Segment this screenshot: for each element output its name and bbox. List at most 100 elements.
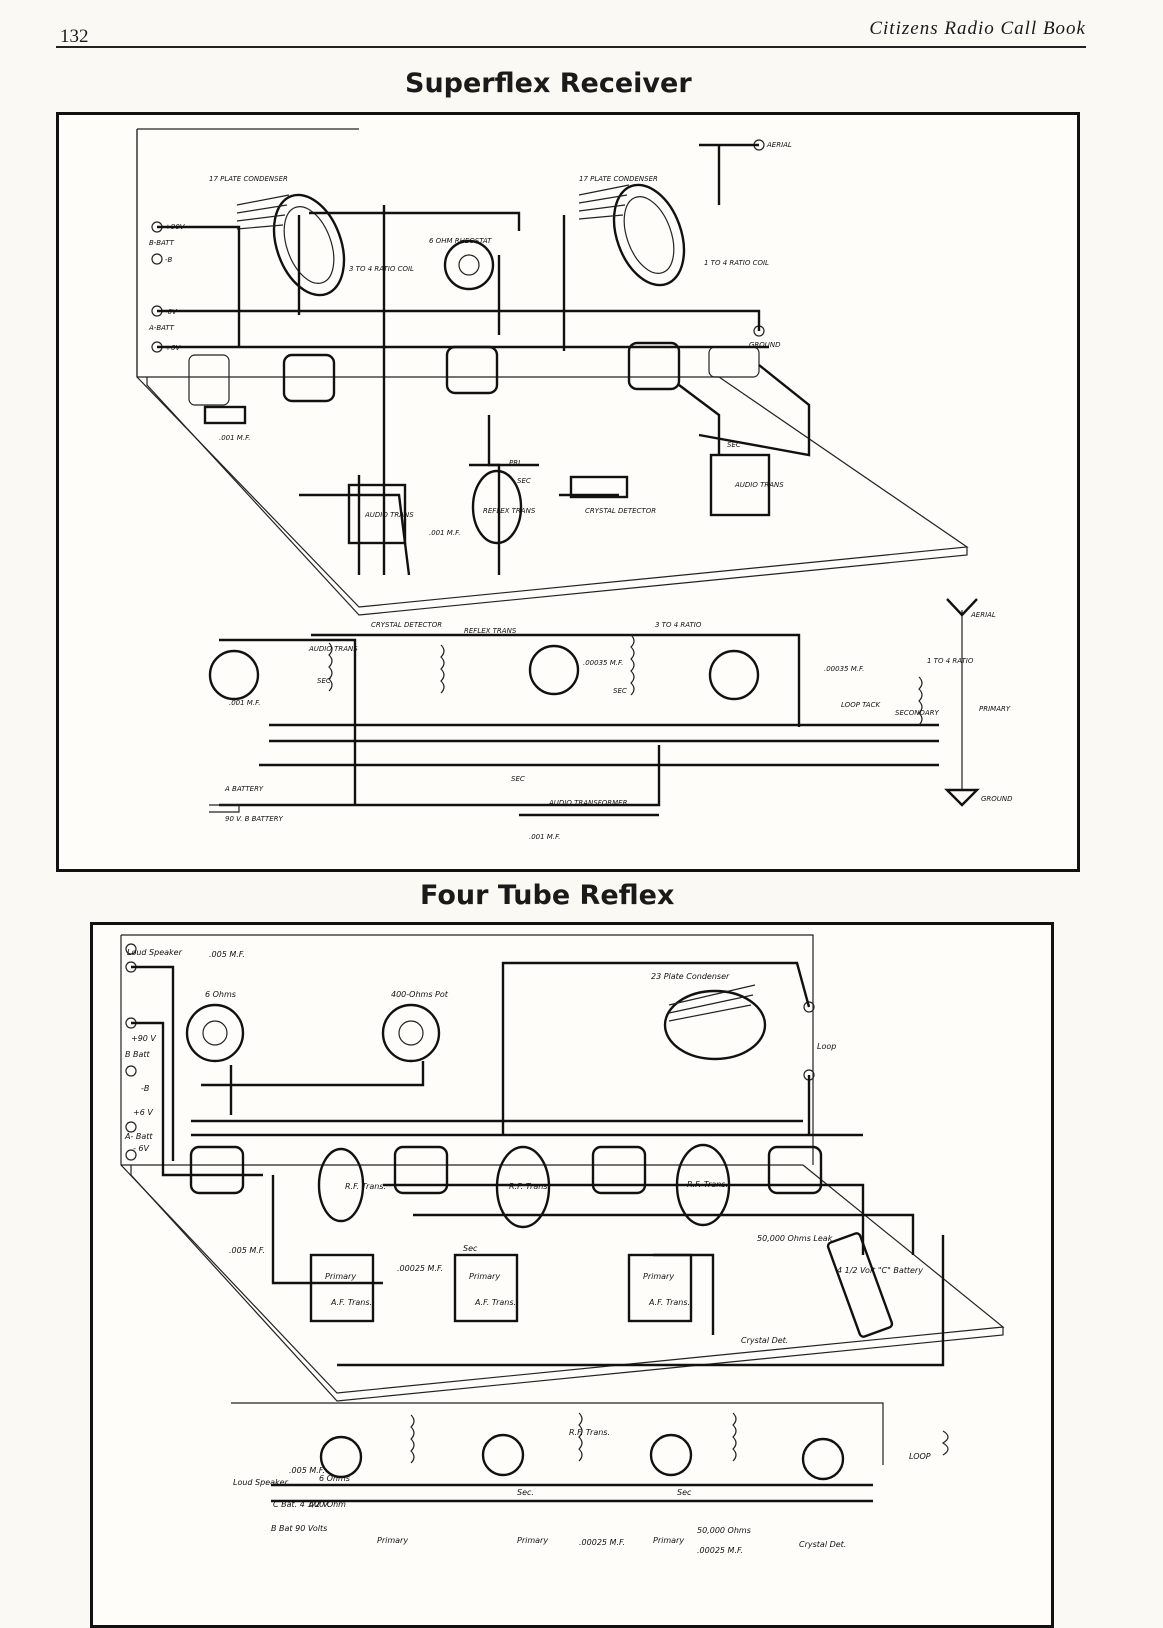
sch-label-ratio: 3 TO 4 RATIO — [655, 621, 702, 629]
rheostat — [443, 239, 495, 291]
label-cond-left: 17 PLATE CONDENSER — [209, 175, 288, 183]
reflex-tube-sockets — [189, 1145, 823, 1195]
label-bbatt: B-BATT — [149, 239, 175, 247]
superflex-title: Superflex Receiver — [405, 68, 692, 99]
label-rf1: R.F. Trans. — [345, 1182, 386, 1191]
label-primary1: Primary — [325, 1272, 356, 1281]
page-number: 132 — [60, 26, 89, 47]
label-abatt: A- Batt — [124, 1132, 153, 1141]
label-bneg: -B — [141, 1084, 149, 1093]
sch-label-audiot: AUDIO TRANSFORMER — [548, 799, 628, 807]
page-header: 132 Citizens Radio Call Book — [56, 18, 1086, 48]
label-crystal: CRYSTAL DETECTOR — [585, 507, 656, 515]
label-bneg: -B — [165, 256, 173, 264]
label-cbat: 4 1/2 Volt "C" Battery — [837, 1266, 923, 1275]
sch2-label-primary3: Primary — [653, 1536, 684, 1545]
label-a6: +6 V — [133, 1108, 153, 1117]
sch2-label-loop: LOOP — [909, 1452, 931, 1461]
label-primary3: Primary — [643, 1272, 674, 1281]
superflex-diagram: +90V B-BATT -B -6V A-BATT +6V AERIAL GRO… — [136, 128, 1013, 841]
label-aerial: AERIAL — [766, 141, 792, 149]
superflex-diagram-panel: +90V B-BATT -B -6V A-BATT +6V AERIAL GRO… — [56, 112, 1080, 872]
label-mf005b: .005 M.F. — [229, 1246, 265, 1255]
rf-transformers — [317, 1143, 731, 1229]
label-pri: PRI — [509, 459, 520, 467]
label-leak: 50,000 Ohms Leak — [757, 1234, 833, 1243]
label-6ohms: 6 Ohms — [205, 990, 236, 999]
left-variable-condenser — [236, 193, 346, 297]
c-battery — [826, 1232, 894, 1338]
label-audio-trans: AUDIO TRANS — [364, 511, 414, 519]
reflex-baseboard — [120, 934, 1005, 1402]
label-sec: Sec — [463, 1244, 478, 1253]
sch-label-ground: GROUND — [981, 795, 1013, 803]
reflex-schematic — [231, 1402, 949, 1503]
sch-label-abat: A BATTERY — [224, 785, 264, 793]
sch-label-mf2: .00035 M.F. — [824, 665, 864, 673]
superflex-audio-transformer-right — [709, 453, 771, 517]
sch-label-mf1: .00035 M.F. — [583, 659, 623, 667]
sch-label-sec: SEC — [317, 677, 331, 685]
header-rule — [56, 46, 1086, 48]
af-transformers — [309, 1253, 693, 1323]
book-title: Citizens Radio Call Book — [869, 18, 1086, 39]
sch-label-bbat: 90 V. B BATTERY — [225, 815, 284, 823]
reflex-diagram: Loud Speaker .005 M.F. 6 Ohms 400-Ohms P… — [120, 934, 1005, 1555]
label-af1: A.F. Trans. — [330, 1298, 372, 1307]
label-sec2: SEC — [727, 441, 741, 449]
sch-label-loop: LOOP TACK — [841, 701, 881, 709]
label-af3: A.F. Trans. — [648, 1298, 690, 1307]
label-loop: Loop — [817, 1042, 836, 1051]
label-reflex-trans: REFLEX TRANS — [483, 507, 536, 515]
sch2-label-sec1: Sec. — [517, 1488, 534, 1497]
sch-label-reflex: REFLEX TRANS — [464, 627, 517, 635]
reflex-binding-posts — [125, 943, 815, 1161]
sch2-label-loud: Loud Speaker — [233, 1478, 289, 1487]
label-rf3: R.F. Trans. — [687, 1180, 728, 1189]
label-b90: +90 V — [131, 1034, 156, 1043]
sch-label-mf3: .001 M.F. — [229, 699, 260, 707]
superflex-wiring — [157, 143, 811, 576]
sch2-label-sec2: Sec — [677, 1488, 692, 1497]
reflex-rheostat — [185, 1003, 245, 1063]
sch2-label-cbat: C Bat. 4 1/2 V. — [273, 1500, 330, 1509]
sch2-label-crystal: Crystal Det. — [799, 1540, 846, 1549]
label-abatt: A-BATT — [148, 324, 175, 332]
grid-condenser — [203, 405, 247, 425]
superflex-binding-posts — [151, 139, 765, 353]
sch2-label-ohms: 6 Ohms — [319, 1474, 350, 1483]
label-mfd1: .001 M.F. — [219, 434, 250, 442]
label-sec: SEC — [517, 477, 531, 485]
label-coil-left: 3 TO 4 RATIO COIL — [349, 265, 414, 273]
label-bbatt: B Batt — [125, 1050, 151, 1059]
sch2-label-mf: .005 M.F. — [289, 1466, 325, 1475]
label-rf2: R.F. Trans. — [509, 1182, 550, 1191]
label-mfd2: .001 M.F. — [429, 529, 460, 537]
sch2-label-bbat: B Bat 90 Volts — [271, 1524, 327, 1533]
reflex-variable-condenser — [663, 984, 767, 1061]
sch-label-aerial: AERIAL — [970, 611, 996, 619]
crystal-detector — [569, 475, 629, 499]
reflex-transformer — [471, 469, 523, 545]
label-a6n: - 6V — [133, 1144, 150, 1153]
reflex-potentiometer — [381, 1003, 441, 1063]
sch2-label-primary2: Primary — [517, 1536, 548, 1545]
sch-label-primary: PRIMARY — [979, 705, 1011, 713]
label-primary2: Primary — [469, 1272, 500, 1281]
superflex-tube-sockets — [188, 341, 760, 406]
sch-label-sec2: SEC — [613, 687, 627, 695]
label-audio-trans2: AUDIO TRANS — [734, 481, 784, 489]
label-af2: A.F. Trans. — [474, 1298, 516, 1307]
sch2-label-mf3: .00025 M.F. — [697, 1546, 743, 1555]
superflex-schematic — [208, 598, 980, 817]
label-loud: Loud Speaker — [127, 948, 183, 957]
reflex-title: Four Tube Reflex — [420, 880, 675, 911]
label-crystal: Crystal Det. — [741, 1336, 788, 1345]
sch-label-secondary: SECONDARY — [895, 709, 940, 717]
sch2-label-mf2: .00025 M.F. — [579, 1538, 625, 1547]
sch2-label-leak: 50,000 Ohms — [697, 1526, 751, 1535]
sch-label-ratio2: 1 TO 4 RATIO — [927, 657, 974, 665]
label-cond-right: 17 PLATE CONDENSER — [579, 175, 658, 183]
sch2-label-rf: R.F. Trans. — [569, 1428, 610, 1437]
label-mf0002: .00025 M.F. — [397, 1264, 443, 1273]
